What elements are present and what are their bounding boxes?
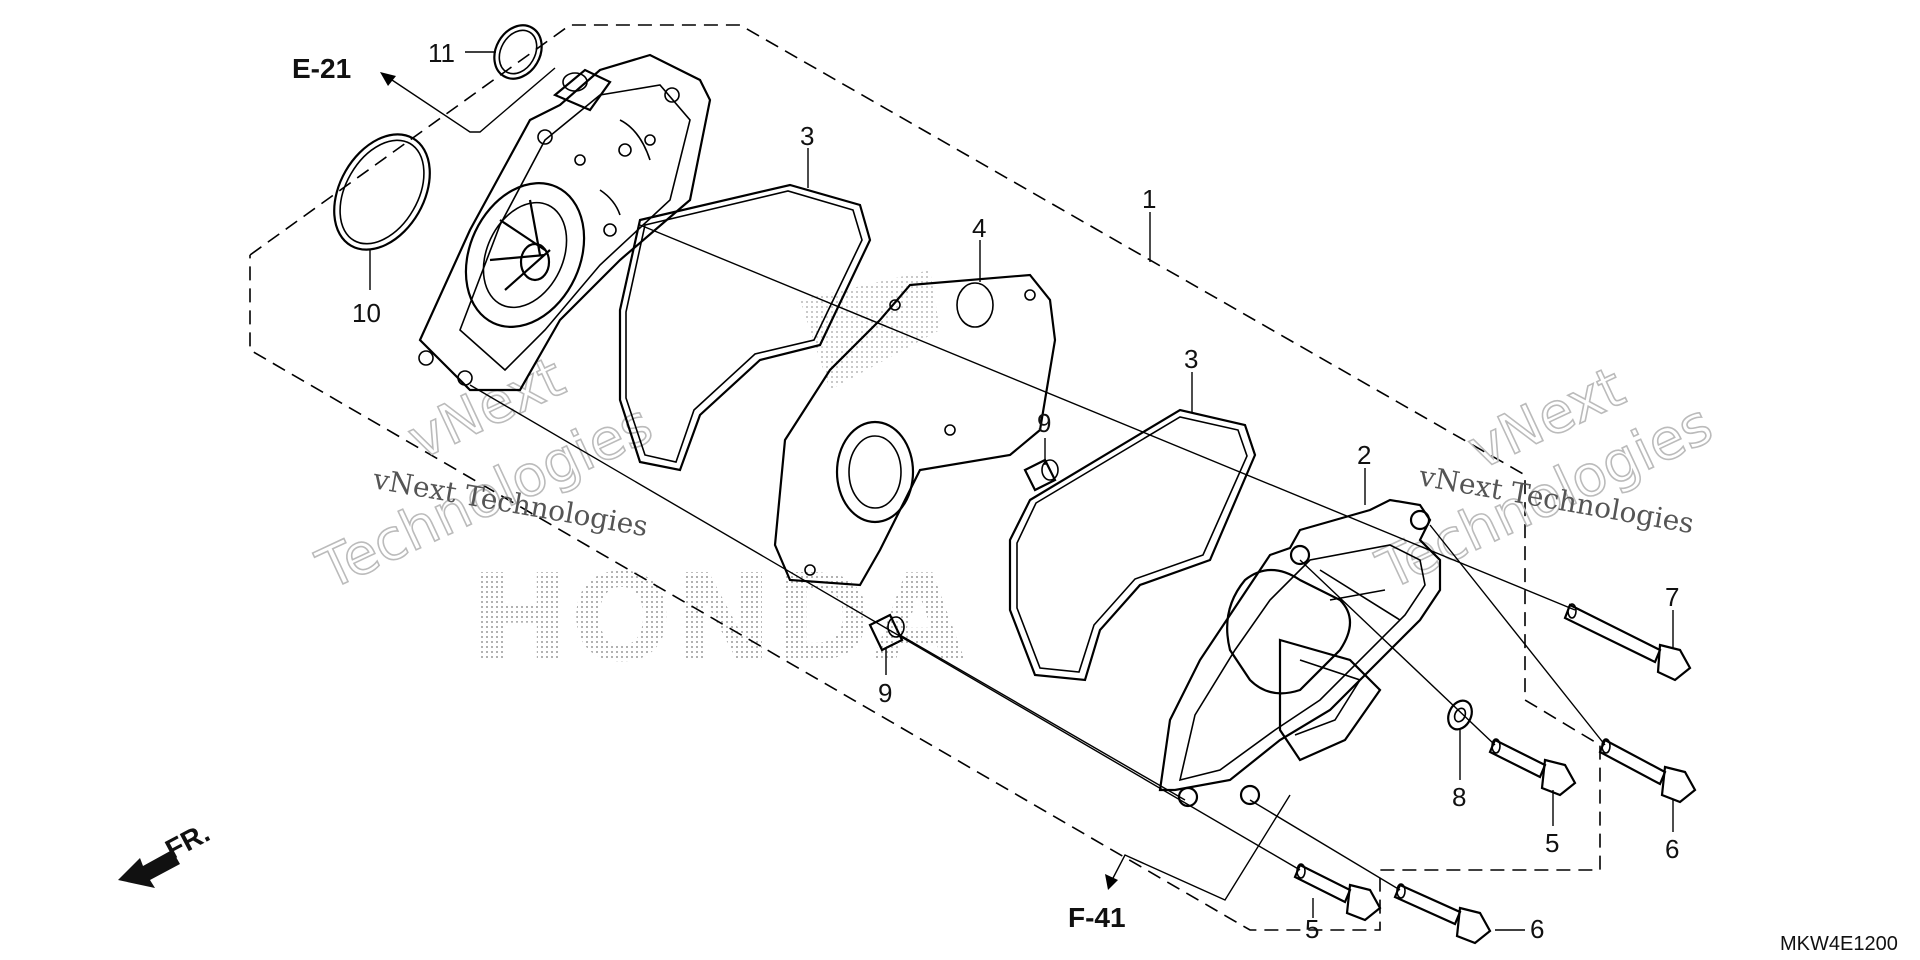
callout-3-lower: 3 (1184, 344, 1198, 374)
assembly-axis-lines (469, 224, 1606, 891)
water-pump-body (418, 53, 712, 392)
front-arrow-icon (118, 850, 180, 888)
callout-9-upper: 9 (1037, 408, 1051, 438)
part-7-bolt (1563, 603, 1692, 682)
front-direction-indicator: FR. (118, 817, 215, 888)
part-3-gasket-lower (1008, 408, 1257, 682)
part-11-o-ring (493, 24, 543, 80)
callout-7: 7 (1665, 582, 1679, 612)
part-2-pump-cover (1158, 498, 1442, 808)
reference-f41-label: F-41 (1068, 902, 1126, 933)
part-6-bolt-lower (1393, 883, 1492, 945)
callout-6-upper: 6 (1665, 834, 1679, 864)
part-4-plate (773, 273, 1057, 587)
reference-f41: F-41 (1068, 794, 1291, 933)
callout-leaders (369, 51, 1674, 931)
part-8-washer (1447, 699, 1473, 731)
diagram-code: MKW4E1200 (1780, 933, 1898, 955)
callout-6-lower: 6 (1530, 914, 1544, 944)
callout-10: 10 (352, 298, 381, 328)
callout-1: 1 (1142, 184, 1156, 214)
part-9-dowel-upper (1023, 458, 1059, 492)
callout-3-upper: 3 (800, 121, 814, 151)
part-3-gasket-upper (618, 183, 872, 472)
callout-8: 8 (1452, 782, 1466, 812)
callout-4: 4 (972, 213, 986, 243)
part-10-o-ring (333, 133, 431, 251)
callout-2: 2 (1357, 440, 1371, 470)
part-5-bolt-lower (1293, 863, 1382, 922)
callout-11: 11 (428, 38, 455, 68)
part-6-bolt-upper (1598, 738, 1697, 804)
callout-5-upper: 5 (1545, 828, 1559, 858)
reference-e21: E-21 (292, 53, 556, 133)
callout-9-lower: 9 (878, 678, 892, 708)
callout-5-lower: 5 (1305, 914, 1319, 944)
assembly-outline (249, 24, 1601, 931)
reference-e21-label: E-21 (292, 53, 351, 84)
part-9-dowel-lower (868, 613, 905, 652)
part-5-bolt-upper (1488, 738, 1577, 797)
